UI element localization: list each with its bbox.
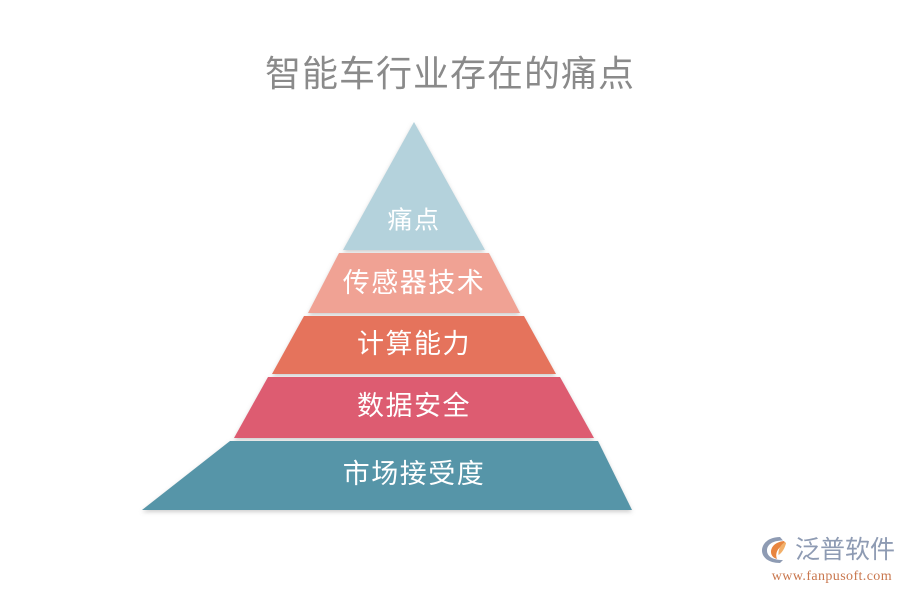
pyramid-level-1[interactable]: 痛点 — [343, 122, 485, 250]
pyramid-level-2[interactable]: 传感器技术 — [308, 253, 520, 313]
pyramid-level-4-shape — [234, 377, 594, 438]
watermark-url-text: www.fanpusoft.com — [771, 569, 892, 584]
pyramid-level-4[interactable]: 数据安全 — [234, 377, 594, 438]
pyramid-level-5-shape — [142, 441, 632, 510]
pyramid-level-5-label: 市场接受度 — [343, 459, 486, 489]
watermark: 泛普软件 www.fanpusoft.com — [760, 533, 896, 591]
pyramid-level-3-label: 计算能力 — [357, 329, 471, 359]
pyramid-level-1-label: 痛点 — [387, 207, 440, 235]
page-title: 智能车行业存在的痛点 — [264, 53, 635, 94]
fanpu-logo-icon — [762, 537, 786, 563]
pyramid-level-1-shape — [343, 122, 485, 250]
pyramid-level-3-shape — [272, 316, 556, 374]
pyramid-level-3[interactable]: 计算能力 — [272, 316, 556, 374]
pyramid-level-2-label: 传感器技术 — [343, 268, 486, 298]
pyramid-level-4-label: 数据安全 — [357, 391, 471, 421]
watermark-brand-row: 泛普软件 — [760, 533, 896, 567]
pyramid-level-5[interactable]: 市场接受度 — [142, 441, 632, 510]
pyramid-level-2-shape — [308, 253, 520, 313]
watermark-brand-text: 泛普软件 — [795, 535, 896, 564]
pyramid-chart: 痛点 传感器技术 计算能力 数据安全 市场接受度 — [120, 110, 760, 525]
